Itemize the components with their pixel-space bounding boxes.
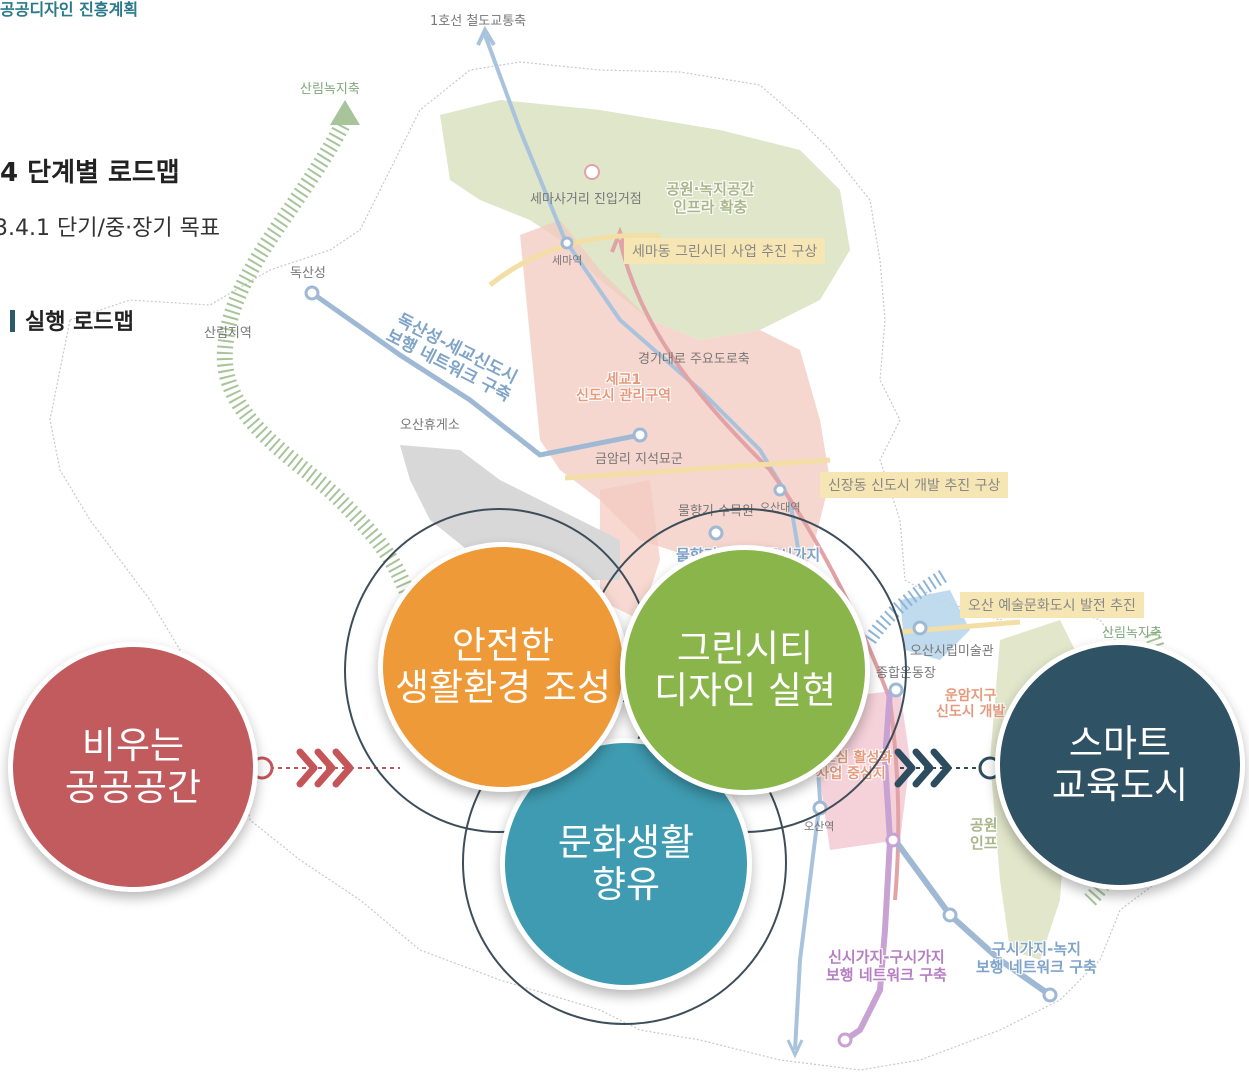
subheading-text: 실행 로드맵 [25,310,134,335]
dongsan-label: 독산성 [290,266,326,281]
running-header: 공공디자인 진흥계획 [0,0,139,19]
osan-station-label: 오산역 [804,820,835,833]
rail-axis-label: 1호선 철도교통축 [430,14,527,29]
southeast-network-line [892,838,1052,998]
green-axis-east-label: 산림녹지축 [1102,626,1162,641]
art-banner: 오산 예술문화도시 발전 추진 [960,592,1144,618]
park-infra-label: 공원·녹지공간 인프라 확충 [666,180,755,216]
sema-station-label: 세마역 [552,254,583,267]
section-title: 4 단계별 로드맵 [0,158,180,188]
purple-network-line [843,689,894,1043]
segyo-newtown-label: 세교1 신도시 관리구역 [576,372,672,404]
goal-culture-label: 문화생활 향유 [557,821,695,906]
park-infra-east-label: 공원 인프 [970,816,998,852]
oldtown-green-label: 구시가지-녹지 보행 네트워크 구축 [976,940,1097,976]
semagori-label: 세마사거리 진입거점 [530,192,642,207]
unam-newtown-label: 운암지구 신도시 개발 [936,688,1006,720]
oldtown-network-label: 신시가지-구시가지 보행 네트워크 구축 [826,948,947,984]
goal-green-label: 그린시티 디자인 실현 [654,627,836,712]
park-zone [440,100,850,340]
subheading-bar [10,310,15,332]
subsection-title: 3.4.1 단기/중·장기 목표 [0,216,221,241]
sema-banner: 세마동 그린시티 사업 추진 구상 [624,238,826,264]
subheading: 실행 로드맵 [10,304,134,336]
dongsan-network-line [310,290,641,458]
green-axis-north-label: 산림녹지축 [300,82,360,97]
sinjang-arrow [564,457,831,481]
goal-safety-circle: 안전한 생활환경 조성 [378,542,628,792]
chevrons-right [894,748,952,788]
goal-safety-label: 안전한 생활환경 조성 [394,624,611,709]
start-stage-circle: 비우는 공공공간 [8,642,258,892]
geumam-label: 금암리 지석묘군 [595,452,683,467]
main-road-axis-label: 경기대로 주요도로축 [638,352,750,367]
start-stage-label: 비우는 공공공간 [64,724,202,809]
goal-green-circle: 그린시티 디자인 실현 [620,545,870,795]
forest-area-label: 산림지역 [204,326,252,341]
blue-dashed-axis [864,568,949,644]
chevrons-left [296,748,354,788]
rest-area-label: 오산휴게소 [400,418,460,433]
art-museum-label: 오산시립미술관 [910,644,994,659]
sinjang-banner: 신장동 신도시 개발 추진 구상 [820,472,1009,498]
art-district-zone [900,590,970,660]
end-stage-label: 스마트 교육도시 [1051,722,1189,807]
end-stage-circle: 스마트 교육도시 [995,640,1245,890]
newtown-zone [520,220,830,580]
